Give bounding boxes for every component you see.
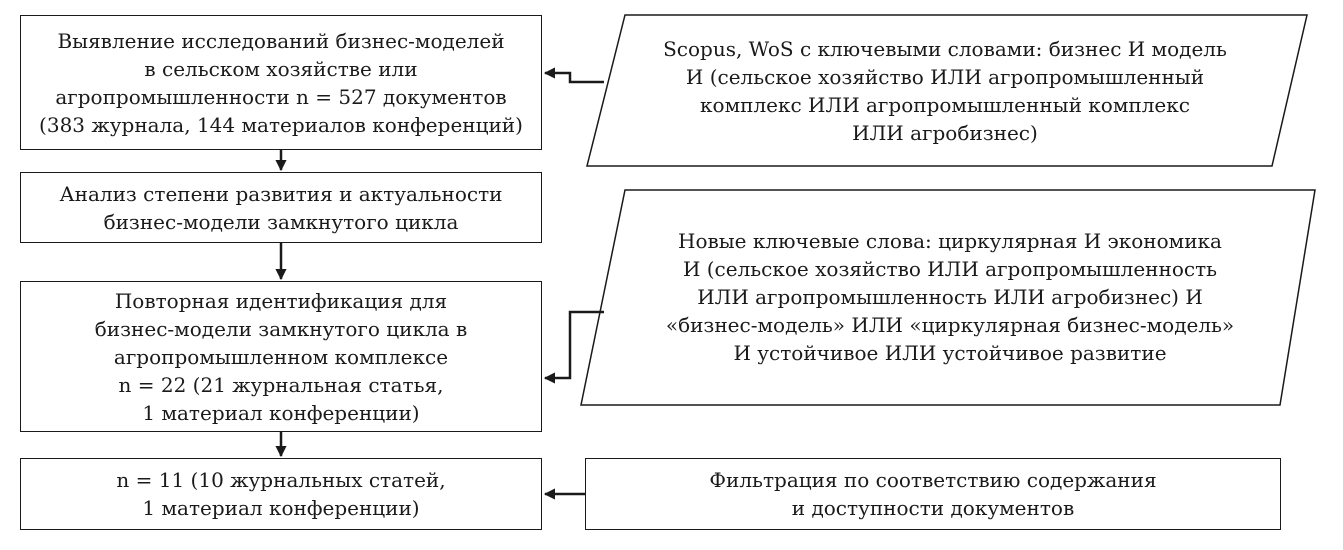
input-2-line-5: И устойчивое ИЛИ устойчивое развитие (733, 341, 1167, 365)
step-1-line-3: агропромышленности n = 527 документов (55, 84, 507, 109)
input-1-line-4: ИЛИ агробизнес) (852, 120, 1038, 145)
input-2-line-3: ИЛИ агропромышленность ИЛИ агробизнес) И (697, 285, 1203, 309)
input-2-line-4: «бизнес-модель» ИЛИ «циркулярная бизнес-… (665, 313, 1235, 337)
step-3-line-3: агропромышленном комплексе (113, 344, 449, 369)
step-reidentification: Повторная идентификация для бизнес-модел… (20, 281, 542, 432)
input-1-line-2: И (сельское хозяйство ИЛИ агропромышленн… (685, 64, 1205, 89)
step-2-line-1: Анализ степени развития и актуальности (59, 181, 503, 206)
step-4-line-1: n = 11 (10 журнальных статей, (116, 468, 446, 492)
step-3-line-2: бизнес-модели замкнутого цикла в (94, 316, 468, 341)
input-3-line-1: Фильтрация по соответствию содержания (709, 468, 1157, 492)
input-shape-2 (580, 189, 1316, 406)
input-1-line-3: комплекс ИЛИ агропромышленный комплекс (700, 92, 1190, 117)
step-identification: Выявление исследований бизнес-моделей в … (20, 15, 542, 150)
step-3-line-4: n = 22 (21 журнальная статья, (118, 372, 444, 397)
input-1-line-1: Scopus, WoS с ключевыми словами: бизнес … (663, 36, 1227, 61)
step-3-line-5: 1 материал конференции) (142, 400, 420, 425)
arrow-input1-step1 (543, 67, 604, 84)
step-4-line-2: 1 материал конференции) (142, 496, 420, 520)
input-2-line-2: И (сельское хозяйство ИЛИ агропромышленн… (682, 257, 1218, 281)
step-3-line-1: Повторная идентификация для (114, 288, 448, 313)
input-shape-1 (586, 14, 1308, 167)
step-1-line-2: в сельском хозяйстве или (144, 56, 418, 81)
arrow-input2-step3 (543, 310, 604, 384)
input-filtering: Фильтрация по соответствию содержания и … (585, 458, 1281, 530)
input-new-keywords: Новые ключевые слова: циркулярная И экон… (620, 194, 1280, 400)
input-databases: Scopus, WoS с ключевыми словами: бизнес … (625, 20, 1265, 161)
step-1-line-4: (383 журнала, 144 материалов конференций… (39, 112, 523, 137)
input-3-line-2: и доступности документов (791, 496, 1075, 520)
input-2-line-1: Новые ключевые слова: циркулярная И экон… (678, 229, 1222, 253)
step-1-line-1: Выявление исследований бизнес-моделей (57, 28, 505, 53)
step-2-line-2: бизнес-модели замкнутого цикла (103, 209, 459, 234)
step-final: n = 11 (10 журнальных статей, 1 материал… (20, 458, 542, 530)
step-analysis: Анализ степени развития и актуальности б… (20, 172, 542, 243)
